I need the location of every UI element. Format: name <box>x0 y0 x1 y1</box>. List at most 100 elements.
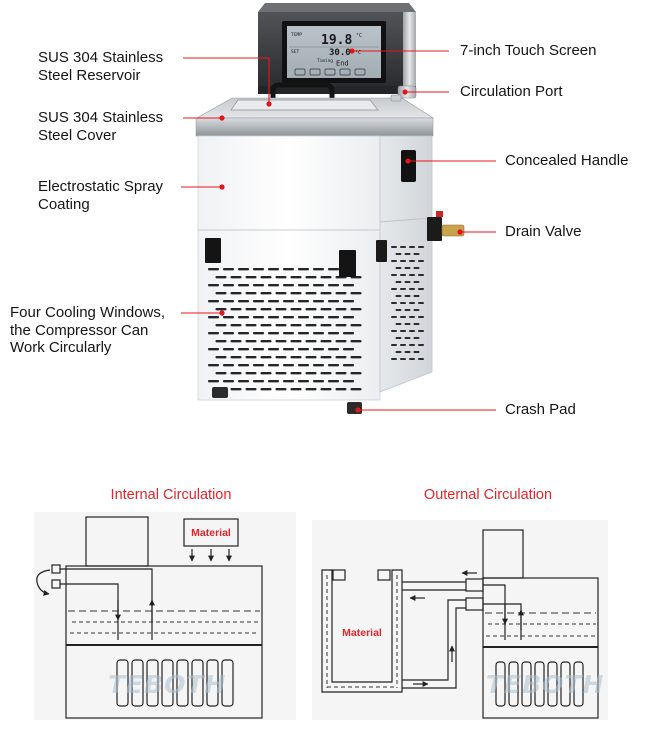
callout-spray-coating: Electrostatic Spray Coating <box>38 178 163 214</box>
vent-slot <box>409 274 415 276</box>
set-label: SET <box>291 49 300 55</box>
vent-slot <box>116 659 129 707</box>
watermark-logo: TEBOTH <box>108 670 226 699</box>
vent-slot <box>328 284 339 287</box>
vent-slot <box>400 344 406 346</box>
vent-slot <box>208 300 219 303</box>
touch-screen[interactable]: TEMP 19.8 °C SET 30.0 °C Timing End <box>282 21 386 83</box>
temp-unit: °C <box>356 33 362 39</box>
vent-slot <box>350 308 362 311</box>
vent-slot <box>409 246 415 248</box>
vent-slot <box>409 344 415 346</box>
callout-line-text: the Compressor Can <box>10 321 149 339</box>
vent-slot <box>230 356 242 359</box>
vent-slot <box>161 659 174 707</box>
vent-slot <box>268 348 279 351</box>
vent-slot <box>395 309 402 311</box>
vent-slot <box>495 661 506 707</box>
vent-slot <box>409 316 415 318</box>
vent-slot <box>290 356 302 359</box>
vent-slot <box>343 332 354 335</box>
vent-slot <box>391 246 397 248</box>
vent-slot <box>335 372 347 375</box>
vent-slot <box>208 332 219 335</box>
vent-slot <box>313 348 324 351</box>
vent-slot <box>290 276 302 279</box>
vent-slot <box>335 292 347 295</box>
timer-label: Timing <box>317 58 333 64</box>
vent-slot <box>290 388 302 391</box>
chiller-machine: TEMP 19.8 °C SET 30.0 °C Timing End <box>195 3 465 414</box>
vent-slot <box>223 364 234 367</box>
vent-slot <box>268 316 279 319</box>
vent-slot <box>223 332 234 335</box>
vent-slot <box>305 308 317 311</box>
vent-slot <box>230 388 242 391</box>
concealed-handle[interactable] <box>401 150 416 182</box>
callout-drain-valve: Drain Valve <box>505 223 582 240</box>
vent-slot <box>413 351 420 353</box>
vent-slot <box>283 380 294 383</box>
vent-slot <box>418 358 424 360</box>
vent-slot <box>268 380 279 383</box>
vent-slot <box>320 372 332 375</box>
vent-slot <box>521 661 532 707</box>
vent-slot <box>298 300 309 303</box>
vent-slot <box>238 268 249 271</box>
screen-button-row[interactable] <box>294 68 366 76</box>
vent-slot <box>283 268 294 271</box>
vent-slot <box>253 332 264 335</box>
callout-line-text: Steel Reservoir <box>38 67 141 84</box>
front-handle-right[interactable] <box>339 250 356 277</box>
vent-slot <box>343 284 354 287</box>
vent-slot <box>313 268 324 271</box>
liquid-level <box>68 610 260 634</box>
vent-slot <box>230 308 242 311</box>
vent-slot <box>230 324 242 327</box>
front-cooling-window <box>208 268 362 391</box>
callout-crash-pad: Crash Pad <box>505 401 576 418</box>
vent-slot <box>350 388 362 391</box>
vent-slot <box>320 340 332 343</box>
vent-slot <box>238 348 249 351</box>
vent-slot <box>413 295 420 297</box>
vent-slot <box>391 330 397 332</box>
front-handle-left[interactable] <box>205 238 221 263</box>
vent-slot <box>343 364 354 367</box>
crash-pad-left <box>212 387 228 398</box>
vent-slot <box>350 340 362 343</box>
stainless-reservoir-lid[interactable] <box>230 99 379 111</box>
vent-slot <box>409 302 415 304</box>
material-label: Material <box>191 527 231 539</box>
stainless-cover <box>195 97 435 137</box>
vent-slot <box>404 267 411 269</box>
bath-tank <box>65 565 263 719</box>
vent-slot <box>413 309 420 311</box>
vent-slot <box>230 292 242 295</box>
vent-slot <box>230 276 242 279</box>
vent-slot <box>208 316 219 319</box>
vent-slot <box>343 380 354 383</box>
vent-slot <box>208 364 219 367</box>
reservoir-handle[interactable] <box>270 82 335 106</box>
vent-slot <box>230 372 242 375</box>
vent-slot <box>320 324 332 327</box>
drain-valve[interactable] <box>427 211 465 241</box>
vent-slot <box>215 292 227 295</box>
vent-slot <box>404 253 411 255</box>
vent-slot <box>395 351 402 353</box>
external-circulation-title: Outernal Circulation <box>424 487 552 503</box>
vent-slot <box>245 340 257 343</box>
vent-slot <box>223 380 234 383</box>
external-circulation-diagram: Outernal Circulation Material <box>312 487 608 720</box>
vent-slot <box>573 661 584 707</box>
vent-slot <box>335 356 347 359</box>
vent-slot <box>320 292 332 295</box>
timer-value: End <box>336 60 349 68</box>
vent-slot <box>215 276 227 279</box>
vent-slot <box>409 330 415 332</box>
vent-slot <box>223 348 234 351</box>
vent-slot <box>395 253 402 255</box>
callout-touch-screen: 7-inch Touch Screen <box>460 42 597 59</box>
vent-slot <box>320 276 332 279</box>
